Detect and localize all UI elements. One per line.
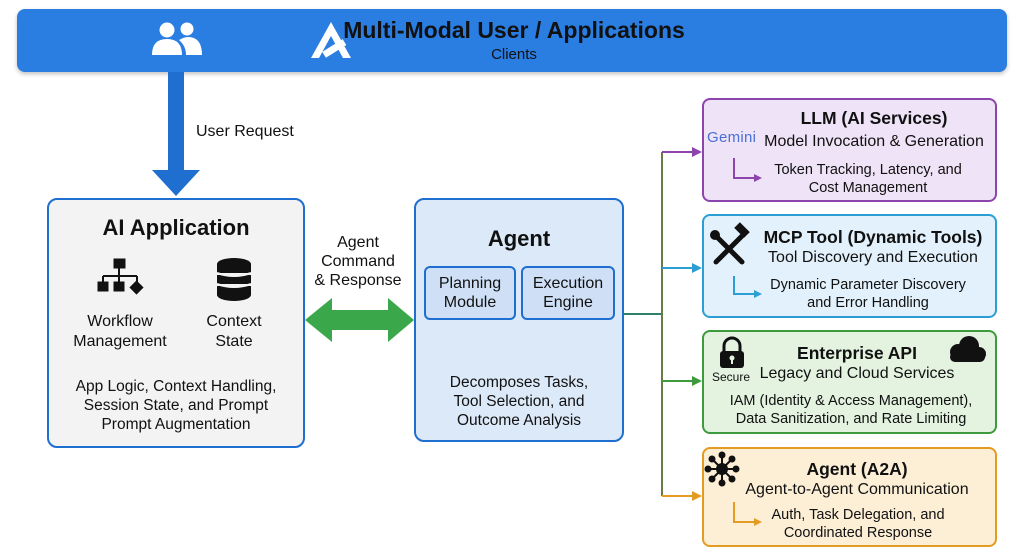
agent-command-line-3: & Response xyxy=(314,272,402,289)
llm-detail: Token Tracking, Latency, and Cost Manage… xyxy=(762,161,974,197)
a2a-title: Agent (A2A) xyxy=(806,459,908,479)
app-desc-line-3: Prompt Augmentation xyxy=(101,416,251,433)
agent-desc-line-2: Tool Selection, and xyxy=(453,393,585,410)
llm-subtitle: Model Invocation & Generation xyxy=(764,133,984,150)
user-request-label: User Request xyxy=(196,123,294,140)
tools-icon xyxy=(710,222,750,265)
user-request-arrow xyxy=(152,72,200,196)
agent-desc-line-1: Decomposes Tasks, xyxy=(449,374,589,391)
database-icon xyxy=(217,258,251,301)
execution-engine: Execution Engine xyxy=(521,266,615,320)
workflow-icon xyxy=(97,258,144,295)
ai-application-title: AI Application xyxy=(102,215,250,240)
a2a-detail-arrow xyxy=(733,502,756,523)
agent-description: Decomposes Tasks, Tool Selection, and Ou… xyxy=(414,373,624,430)
gemini-logo: Gemini xyxy=(707,129,757,146)
llm-detail-line-1: Token Tracking, Latency, and xyxy=(774,162,962,178)
app-description: App Logic, Context Handling, Session Sta… xyxy=(47,377,305,434)
mcp-subtitle: Tool Discovery and Execution xyxy=(768,249,978,266)
a2a-detail-line-2: Coordinated Response xyxy=(783,525,933,541)
enterprise-api-box xyxy=(702,330,997,434)
a2a-agent-box xyxy=(702,447,997,547)
a2a-subtitle: Agent-to-Agent Communication xyxy=(745,481,969,498)
llm-service-box xyxy=(702,98,997,202)
network-icon xyxy=(704,451,740,487)
execution-line-2: Engine xyxy=(543,294,593,311)
app-desc-line-2: Session State, and Prompt xyxy=(83,397,269,414)
secure-label: Secure xyxy=(712,370,751,384)
llm-title: LLM (AI Services) xyxy=(800,108,948,128)
enterprise-title: Enterprise API xyxy=(797,343,917,363)
cloud-icon xyxy=(950,336,986,362)
command-response-arrow xyxy=(305,298,414,342)
planning-line-1: Planning xyxy=(438,275,502,292)
agent-command-line-2: Command xyxy=(321,253,395,270)
app-desc-line-1: App Logic, Context Handling, xyxy=(75,378,277,395)
enterprise-detail: IAM (Identity & Access Management), Data… xyxy=(712,392,990,428)
banner-title: Multi-Modal User / Applications xyxy=(343,17,685,43)
planning-module: Planning Module xyxy=(424,266,516,320)
llm-detail-arrow xyxy=(733,158,756,179)
mcp-detail-arrow xyxy=(733,276,756,295)
workflow-label-line-2: Management xyxy=(73,333,167,350)
enterprise-subtitle: Legacy and Cloud Services xyxy=(759,365,955,382)
mcp-detail-line-1: Dynamic Parameter Discovery xyxy=(770,277,966,293)
banner-subtitle: Clients xyxy=(491,46,537,63)
planning-line-2: Module xyxy=(443,294,497,311)
agent-title: Agent xyxy=(487,226,551,251)
mcp-detail-line-2: and Error Handling xyxy=(807,295,929,311)
mcp-title: MCP Tool (Dynamic Tools) xyxy=(763,227,983,247)
enterprise-detail-line-1: IAM (Identity & Access Management), xyxy=(729,393,973,409)
users-icon xyxy=(152,22,202,55)
agent-desc-line-3: Outcome Analysis xyxy=(456,412,582,429)
ai-application-box xyxy=(47,198,305,448)
workflow-label: Workflow Management xyxy=(68,312,172,352)
llm-detail-line-2: Cost Management xyxy=(808,180,928,196)
context-label-line-1: Context xyxy=(206,313,262,330)
mcp-detail: Dynamic Parameter Discovery and Error Ha… xyxy=(762,276,974,312)
lock-icon xyxy=(720,336,744,368)
agent-command-label: Agent Command & Response xyxy=(310,233,406,290)
mcp-tool-box xyxy=(702,214,997,318)
a2a-detail-line-1: Auth, Task Delegation, and xyxy=(771,507,945,523)
a2a-detail: Auth, Task Delegation, and Coordinated R… xyxy=(752,506,964,542)
agent-box xyxy=(414,198,624,442)
context-label: Context State xyxy=(190,312,278,352)
context-label-line-2: State xyxy=(215,333,253,350)
logo-icon xyxy=(311,22,351,58)
execution-line-1: Execution xyxy=(532,275,604,292)
agent-command-line-1: Agent xyxy=(337,234,379,251)
enterprise-detail-line-2: Data Sanitization, and Rate Limiting xyxy=(735,411,967,427)
workflow-label-line-1: Workflow xyxy=(87,313,153,330)
